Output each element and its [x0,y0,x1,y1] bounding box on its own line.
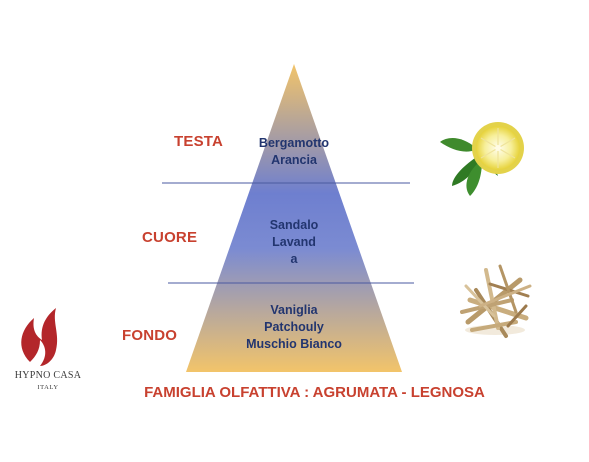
note-item: Sandalo [269,218,319,232]
notes-base: Vaniglia Patchouly Muschio Bianco [224,302,364,353]
bergamot-citrus-icon [440,122,524,196]
note-item: a [290,252,298,266]
notes-middle: Sandalo Lavand a [234,217,354,268]
tier-label-base: FONDO [122,327,178,344]
note-item: Arancia [271,153,317,167]
note-item: Muschio Bianco [246,337,342,351]
brand-subtitle: ITALY [37,384,59,391]
sandalwood-chips-icon [460,264,532,338]
brand-flame-icon [21,308,58,366]
brand-name: HYPNO CASA [14,370,82,381]
tier-label-top: TESTA [174,133,224,150]
tier-label-middle: CUORE [142,229,198,246]
note-item: Vaniglia [270,303,318,317]
note-item: Patchouly [264,320,324,334]
olfactory-family-title: FAMIGLIA OLFATTIVA : AGRUMATA - LEGNOSA [144,384,485,401]
note-item: Lavand [272,235,316,249]
notes-top: Bergamotto Arancia [234,135,354,169]
note-item: Bergamotto [258,136,330,150]
pyramid-triangle [186,64,402,372]
